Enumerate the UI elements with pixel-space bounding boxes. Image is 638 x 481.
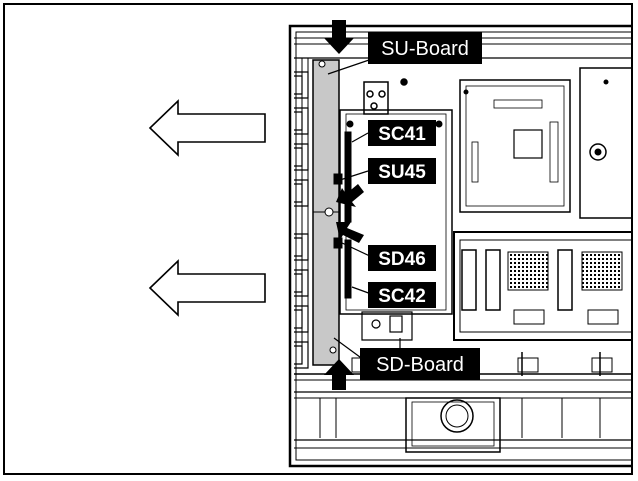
board-screw-icon bbox=[325, 208, 333, 216]
sd46-label: SD46 bbox=[378, 249, 426, 270]
label-sc42: SC42 bbox=[368, 282, 436, 308]
board-screw-icon bbox=[319, 61, 325, 67]
sc41-label: SC41 bbox=[378, 124, 426, 145]
chassis-diagram: SU-Board SC41 SU45 SD46 SC42 SD-Board bbox=[5, 5, 633, 475]
lower-bracket bbox=[362, 312, 412, 350]
top-bracket bbox=[364, 79, 407, 114]
label-su-board: SU-Board bbox=[368, 32, 482, 64]
sc42-label: SC42 bbox=[378, 286, 426, 307]
diagram-frame: SU-Board SC41 SU45 SD46 SC42 SD-Board bbox=[3, 3, 633, 475]
label-sc41: SC41 bbox=[368, 120, 436, 146]
left-arrow-outline-icon bbox=[150, 261, 265, 315]
right-board bbox=[580, 68, 633, 218]
label-sd-board: SD-Board bbox=[360, 348, 480, 380]
power-supply-block bbox=[454, 232, 633, 340]
sd-board-label: SD-Board bbox=[376, 354, 464, 376]
board-screw-icon bbox=[330, 347, 336, 353]
su45-label: SU45 bbox=[378, 162, 426, 183]
main-board bbox=[460, 80, 570, 212]
label-su45: SU45 bbox=[368, 158, 436, 184]
su-board-label: SU-Board bbox=[381, 38, 469, 60]
left-arrow-outline-icon bbox=[150, 101, 265, 155]
label-sd46: SD46 bbox=[368, 245, 436, 271]
